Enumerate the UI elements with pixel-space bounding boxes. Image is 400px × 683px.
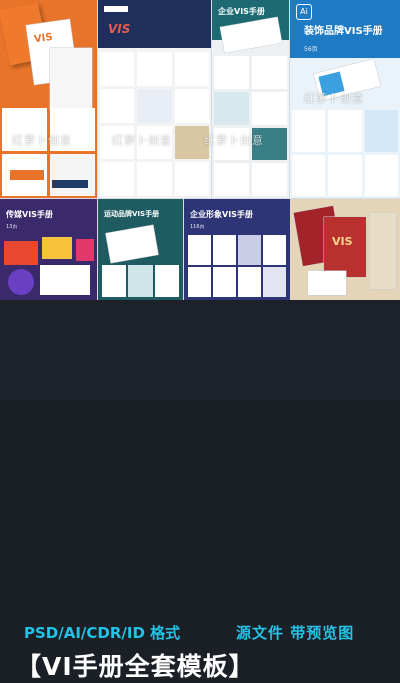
corporate-title: 企业形象VIS手册	[190, 210, 253, 219]
navy-grid-page	[174, 52, 209, 86]
blue-grid-page	[292, 154, 326, 196]
navy-grid-page	[100, 52, 135, 86]
orange-swatch	[10, 170, 44, 180]
corporate-grid-page	[188, 235, 211, 265]
blue-header: Ai 装饰品牌VIS手册 56页	[290, 0, 400, 58]
navy-grid-page	[137, 52, 172, 86]
navy-grid-page	[174, 125, 209, 160]
corporate-grid-page	[263, 235, 286, 265]
orange-vis-preview: VIS	[0, 0, 97, 198]
gold-logo-text: VIS	[332, 235, 353, 248]
watermark: 红萝卜创意	[112, 134, 172, 147]
blue-page-grid	[292, 110, 398, 196]
blue-grid-page	[292, 110, 326, 152]
banner-title: 【VI手册全套模板】	[16, 652, 255, 681]
sport-grid-page	[128, 265, 153, 297]
gold-envelope	[308, 271, 346, 295]
corporate-grid-page	[213, 267, 236, 297]
navy-grid-page	[137, 162, 172, 196]
navy-grid-page	[100, 88, 135, 123]
teal-grid-page	[252, 56, 287, 89]
orange-grid-page	[50, 153, 95, 196]
purple-page-yellow	[42, 237, 72, 259]
teal-vis-preview: 企业VIS手册	[212, 0, 289, 198]
feature-list: 源文件 带预览图	[236, 624, 355, 642]
watermark: 红萝卜创意	[204, 134, 264, 147]
orange-grid-page	[50, 108, 95, 151]
gold-page-side	[370, 213, 396, 289]
gold-cover: VIS	[324, 217, 366, 277]
corporate-grid-page	[238, 235, 261, 265]
corporate-grid-page	[213, 235, 236, 265]
teal-grid-page	[214, 91, 249, 125]
purple-circle-shape	[8, 269, 34, 295]
teal-title: 企业VIS手册	[218, 7, 265, 16]
navy-grid-page	[137, 88, 172, 123]
corporate-grid-page	[238, 267, 261, 297]
navy-grid-page	[100, 125, 135, 160]
navy-grid-page	[100, 162, 135, 196]
blue-title: 装饰品牌VIS手册	[304, 26, 383, 37]
sport-brochure	[105, 225, 159, 263]
navy-vis-preview: VIS	[98, 0, 211, 198]
purple-page-pink	[76, 239, 94, 261]
promo-footer: PSD/AI/CDR/ID 格式 源文件 带预览图 【VI手册全套模板】	[0, 300, 400, 681]
teal-grid-page	[252, 163, 287, 196]
blue-grid-page	[364, 110, 398, 152]
navy-swatch	[52, 180, 88, 188]
teal-grid-page	[252, 91, 287, 125]
navy-grid-page	[137, 125, 172, 160]
teal-grid-page	[214, 56, 249, 89]
corporate-grid-page	[188, 267, 211, 297]
sport-grid-page	[154, 265, 179, 297]
purple-title: 传媒VIS手册	[6, 210, 53, 219]
sport-page-grid	[102, 265, 179, 297]
navy-logo-mark	[104, 6, 128, 12]
watermark: 红萝卜创意	[12, 134, 72, 147]
corporate-page-grid	[188, 235, 286, 297]
navy-header: VIS	[98, 0, 211, 48]
navy-page-grid	[100, 52, 209, 196]
teal-grid-page	[214, 127, 249, 161]
teal-grid-page	[252, 127, 287, 161]
blue-grid-page	[328, 110, 362, 152]
navy-grid-page	[174, 88, 209, 123]
sport-vis-preview: 运动品牌VIS手册	[98, 199, 183, 300]
corporate-page-count: 116页	[190, 224, 205, 230]
corporate-vis-preview: 企业形象VIS手册 116页	[184, 199, 290, 300]
purple-page-red	[4, 241, 38, 265]
blue-vis-preview: Ai 装饰品牌VIS手册 56页	[290, 0, 400, 198]
purple-page-count: 13页	[6, 224, 18, 230]
orange-page-2	[50, 48, 92, 110]
ai-file-icon: Ai	[296, 4, 312, 20]
orange-logo-text: VIS	[33, 31, 54, 46]
blue-grid-page	[364, 154, 398, 196]
watermark: 红萝卜创意	[304, 92, 364, 105]
navy-logo-text: VIS	[108, 22, 131, 36]
sport-title: 运动品牌VIS手册	[104, 210, 160, 218]
blue-grid-page	[328, 154, 362, 196]
sport-grid-page	[102, 265, 127, 297]
purple-vis-preview: 传媒VIS手册 13页	[0, 199, 97, 300]
purple-page-white	[40, 265, 90, 295]
navy-grid-page	[174, 162, 209, 196]
blue-page-count: 56页	[304, 46, 318, 53]
orange-grid-page	[2, 108, 47, 151]
corporate-grid-page	[263, 267, 286, 297]
gold-vis-preview: VIS	[290, 199, 400, 300]
teal-grid-page	[214, 163, 249, 196]
teal-page-grid	[214, 56, 287, 196]
format-list: PSD/AI/CDR/ID 格式	[24, 624, 181, 642]
template-collage: VIS VIS	[0, 0, 400, 300]
